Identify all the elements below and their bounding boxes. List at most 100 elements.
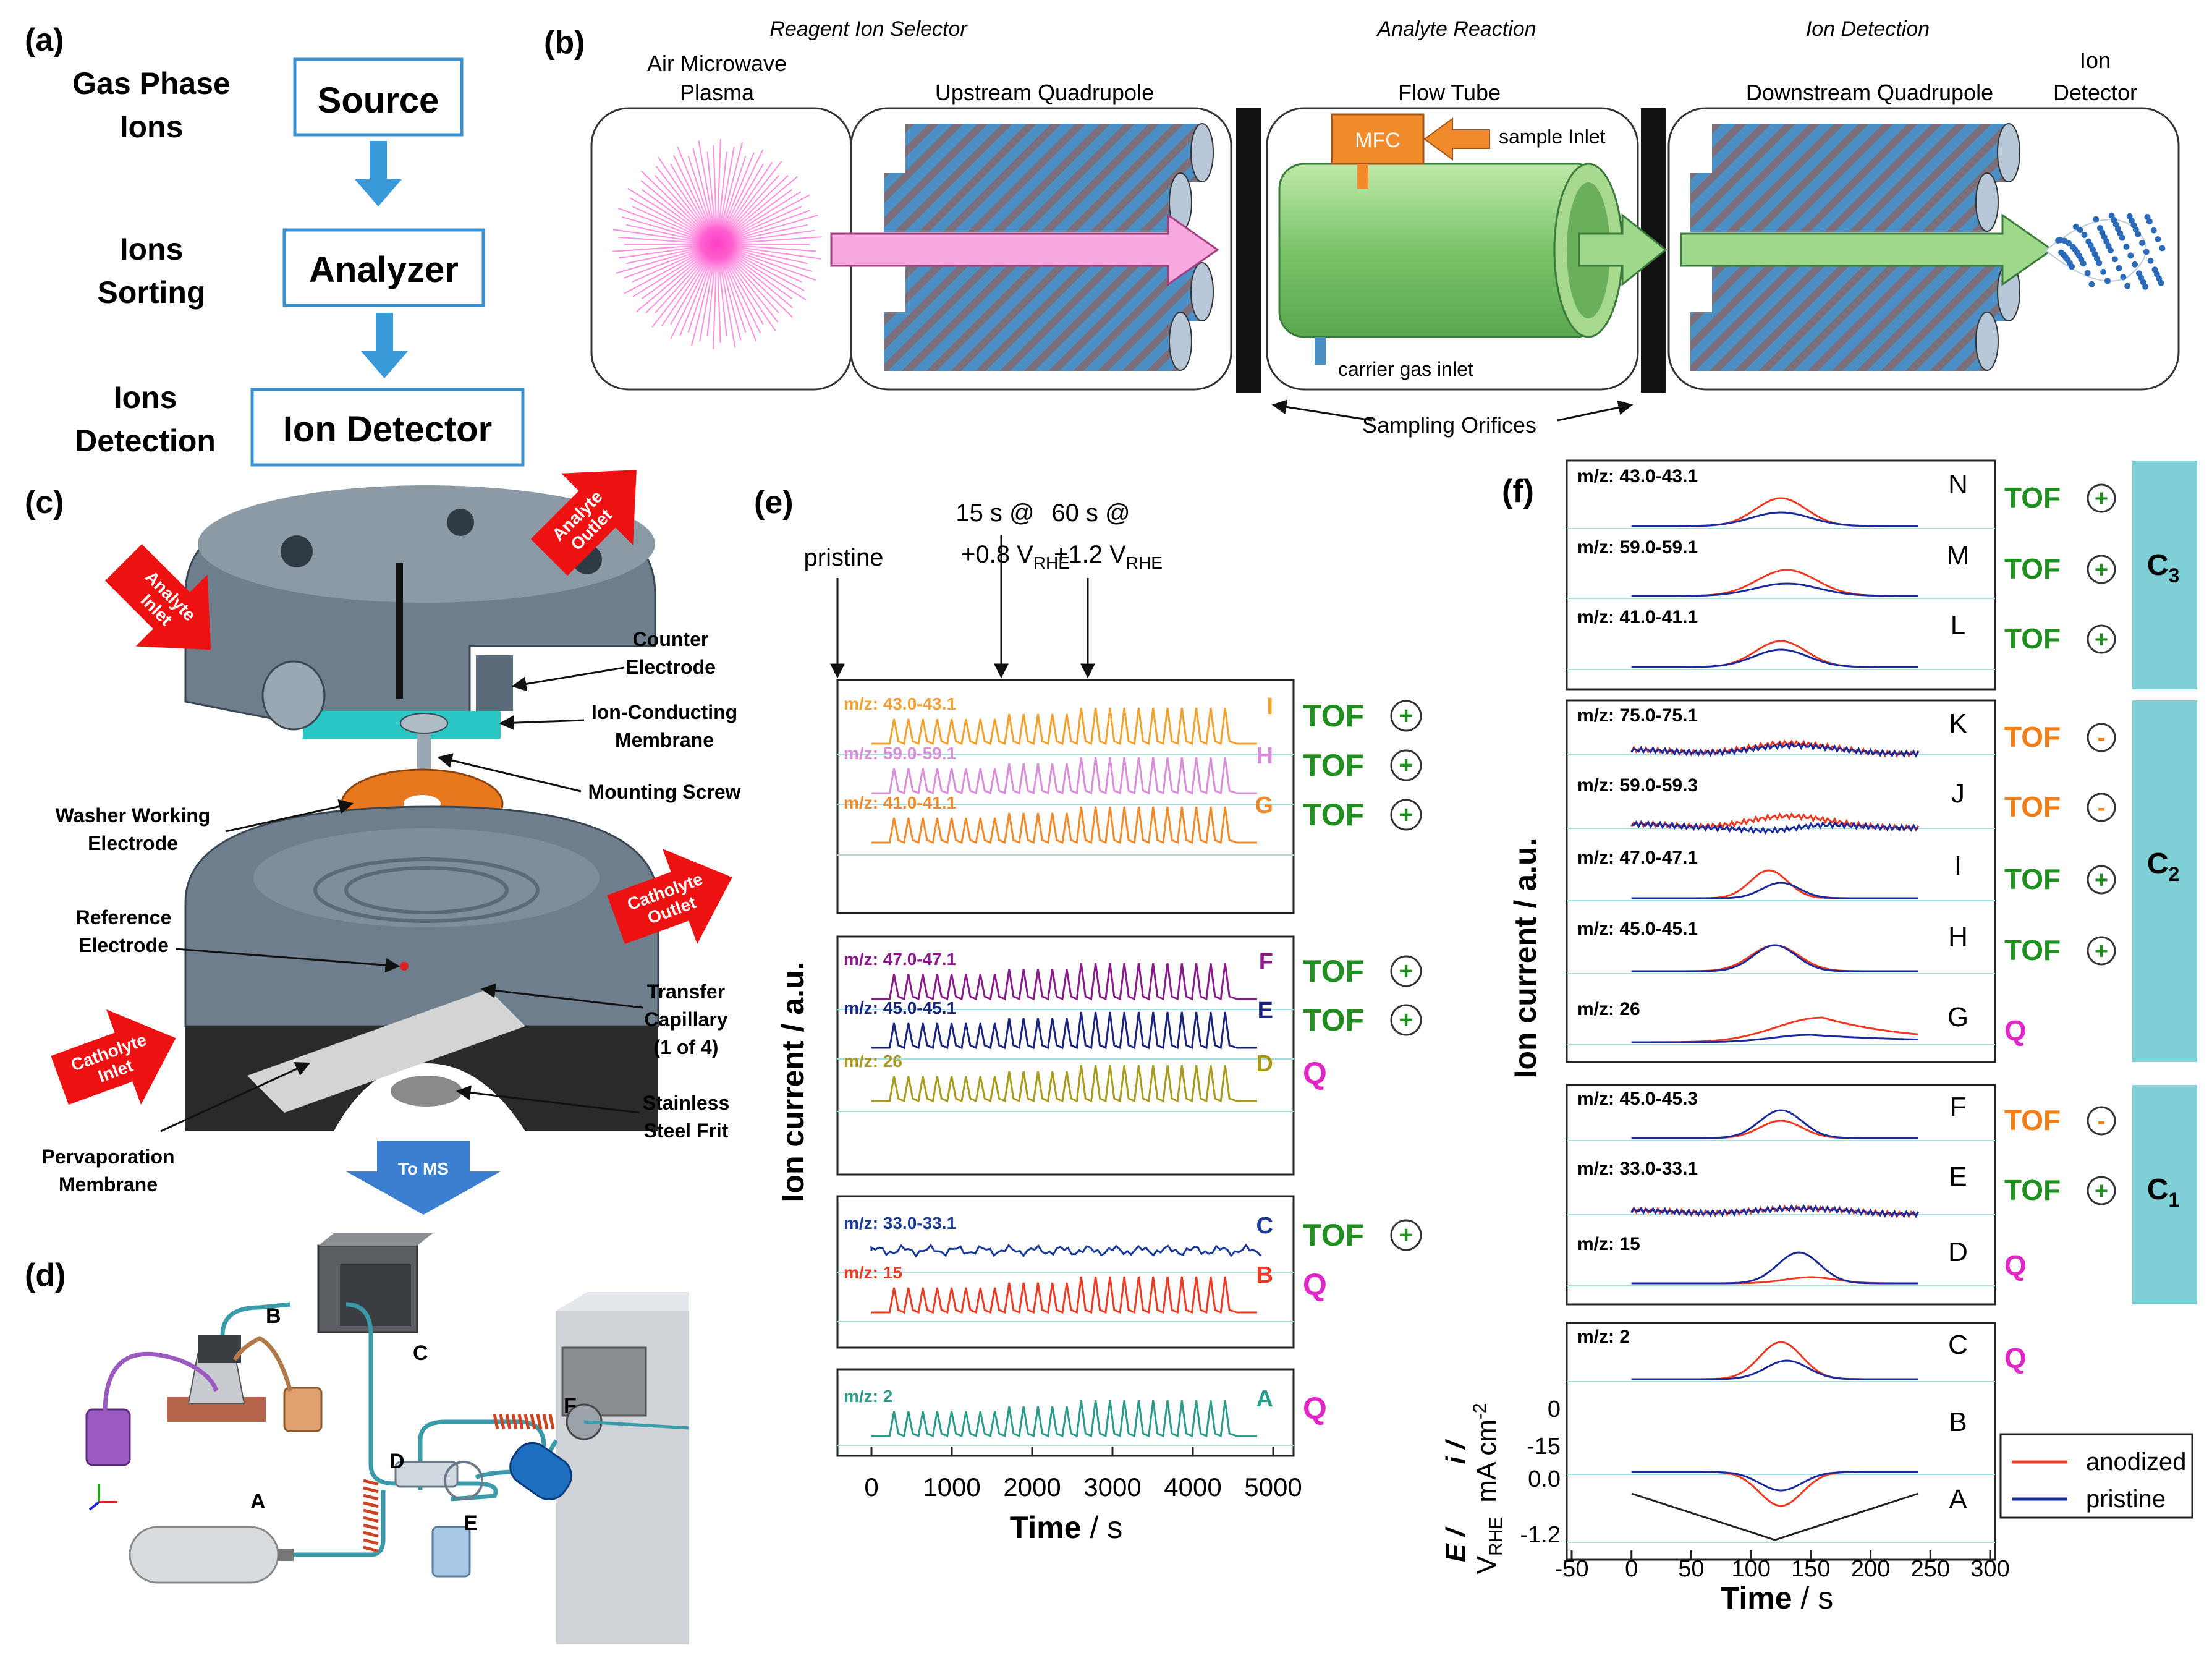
e-mode-label: Q: [1303, 1267, 1327, 1302]
f-trace-label: m/z: 47.0-47.1: [1577, 848, 1698, 868]
e-mode-label: Q: [1303, 1391, 1327, 1426]
f-trace-letter: B: [1949, 1407, 1967, 1437]
e-ylabel: Ion current / a.u.: [776, 962, 810, 1202]
ytick-e-12: -1.2: [1520, 1522, 1561, 1548]
component-b-label: B: [266, 1304, 281, 1328]
f-trace-label: m/z: 45.0-45.3: [1577, 1089, 1698, 1109]
panel-d-tag: (d): [25, 1257, 66, 1293]
e-xtick: 5000: [1244, 1473, 1302, 1502]
mounting-screw-label: Mounting Screw: [588, 781, 740, 803]
f-sign: -: [2098, 725, 2106, 751]
sign-circle-icon: [2087, 1106, 2116, 1136]
collection-vessel: [431, 1526, 471, 1578]
ion-detector-label-line2: Detector: [2053, 80, 2137, 105]
sign-circle-icon: [1390, 749, 1422, 781]
e-group-box-2: [836, 935, 1295, 1176]
component-d-label: D: [389, 1450, 405, 1473]
catholyte-inlet-arrow-icon: [51, 1009, 176, 1105]
e-xtick: 4000: [1164, 1473, 1221, 1502]
e-trace-letter: E: [1258, 998, 1273, 1024]
f-trace-pristine: [1631, 1471, 1918, 1492]
section-analyte-reaction: Analyte Reaction: [1376, 17, 1536, 41]
f-sign: -: [2098, 795, 2106, 821]
f-trace-label: m/z: 33.0-33.1: [1577, 1158, 1698, 1179]
group-bar-c2: [2132, 700, 2197, 1062]
f-mode-label: TOF: [2004, 553, 2061, 585]
panel-b-tag: (b): [544, 25, 585, 61]
e-trace-label: m/z: 2: [844, 1387, 892, 1406]
f-trace-pristine: [1631, 944, 1918, 972]
panel-d: (d): [25, 1233, 690, 1644]
e-mode-label: TOF: [1303, 797, 1364, 832]
e-xtick: 3000: [1083, 1473, 1141, 1502]
f-trace-pristine: [1631, 1359, 1918, 1380]
e-trace-E: [871, 1011, 1257, 1050]
e-mode-label: TOF: [1303, 699, 1364, 733]
e-trace-label: m/z: 26: [844, 1052, 902, 1071]
washer-label-line2: Electrode: [88, 832, 178, 854]
e-trace-label: m/z: 47.0-47.1: [844, 950, 956, 969]
stainless-steel-frit: [391, 1076, 462, 1107]
downstream-quadrupole-label: Downstream Quadrupole: [1746, 80, 1993, 105]
transfer-label-line2: Capillary: [644, 1008, 727, 1031]
ion-beam-arrow-green-2: [1680, 213, 2054, 286]
f-sign: +: [2095, 867, 2108, 893]
transfer-label-line1: Transfer: [647, 980, 725, 1003]
panel-a-tag: (a): [25, 22, 64, 58]
sign-circle-icon: [2087, 723, 2116, 752]
downstream-quadrupole-rods: [1680, 123, 2054, 371]
e-trace-G: [871, 806, 1257, 844]
sign-circle-icon: [2087, 865, 2116, 895]
gas-cylinder: [129, 1526, 279, 1584]
f-xtick: 150: [1791, 1556, 1830, 1582]
e-trace-D: [871, 1065, 1257, 1103]
f-mode-label: TOF: [2004, 791, 2061, 823]
row1-label-line2: Ions: [120, 109, 184, 144]
legend: [1999, 1433, 2193, 1519]
e-mode-label: Q: [1303, 1056, 1327, 1090]
row2-label-line1: Ions: [120, 232, 184, 266]
group-bar-c3: [2132, 461, 2197, 689]
sign-circle-icon: [1390, 1004, 1422, 1036]
e-trace-I: [871, 707, 1257, 746]
f-trace-potential: [1631, 1492, 1919, 1541]
e-trace-letter: C: [1256, 1213, 1273, 1239]
f-trace-anodized: [1631, 1120, 1918, 1139]
membrane-label-line1: Ion-Conducting: [591, 701, 737, 723]
section-ion-detection: Ion Detection: [1806, 17, 1930, 41]
down-arrow-icon: [355, 141, 402, 206]
f-mode-label: Q: [2004, 1014, 2027, 1047]
upstream-quadrupole-label: Upstream Quadrupole: [935, 80, 1154, 105]
flow-tube-label: Flow Tube: [1398, 80, 1501, 105]
pervaporation-label-line1: Pervaporation: [41, 1145, 174, 1168]
analyzer-box-label: Analyzer: [309, 250, 459, 290]
row3-label-line2: Detection: [75, 423, 216, 458]
e-sign: +: [1399, 1222, 1413, 1249]
e-sign: +: [1399, 801, 1413, 828]
ion-beam-arrow-pink: [830, 213, 1219, 286]
f-mode-label: Q: [2004, 1249, 2027, 1281]
reference-label-line2: Electrode: [78, 934, 169, 956]
ytick-i-15: -15: [1527, 1434, 1561, 1460]
transfer-label-line3: (1 of 4): [654, 1036, 719, 1058]
group-label-c3: C3: [2147, 549, 2179, 587]
f-mode-label: TOF: [2004, 1104, 2061, 1136]
legend-label-pristine: pristine: [2086, 1485, 2166, 1513]
f-group-box-3: [1566, 1084, 1996, 1306]
section-reagent-ion-selector: Reagent Ion Selector: [769, 17, 968, 41]
group-bar-c1: [2132, 1085, 2197, 1304]
panel-f-tag: (f): [1502, 474, 1534, 509]
panel-b: (b) Reagent Ion Selector Analyte Reactio…: [544, 17, 2180, 438]
reference-electrode: [400, 962, 409, 971]
f-trace-letter: K: [1949, 708, 1967, 739]
to-ms-arrow-icon: [346, 1141, 501, 1215]
analyte-outlet-arrow-icon: [530, 470, 637, 576]
f-mode-label: Q: [2004, 1342, 2027, 1374]
ion-detector-box: [250, 388, 525, 467]
f-trace-label: m/z: 2: [1577, 1327, 1630, 1347]
e-xtick: 0: [864, 1473, 878, 1502]
f-trace-label: m/z: 45.0-45.1: [1577, 919, 1698, 939]
down-arrow-icon: [361, 313, 408, 378]
e-trace-letter: G: [1255, 793, 1273, 818]
frit-label-line2: Steel Frit: [644, 1120, 729, 1142]
